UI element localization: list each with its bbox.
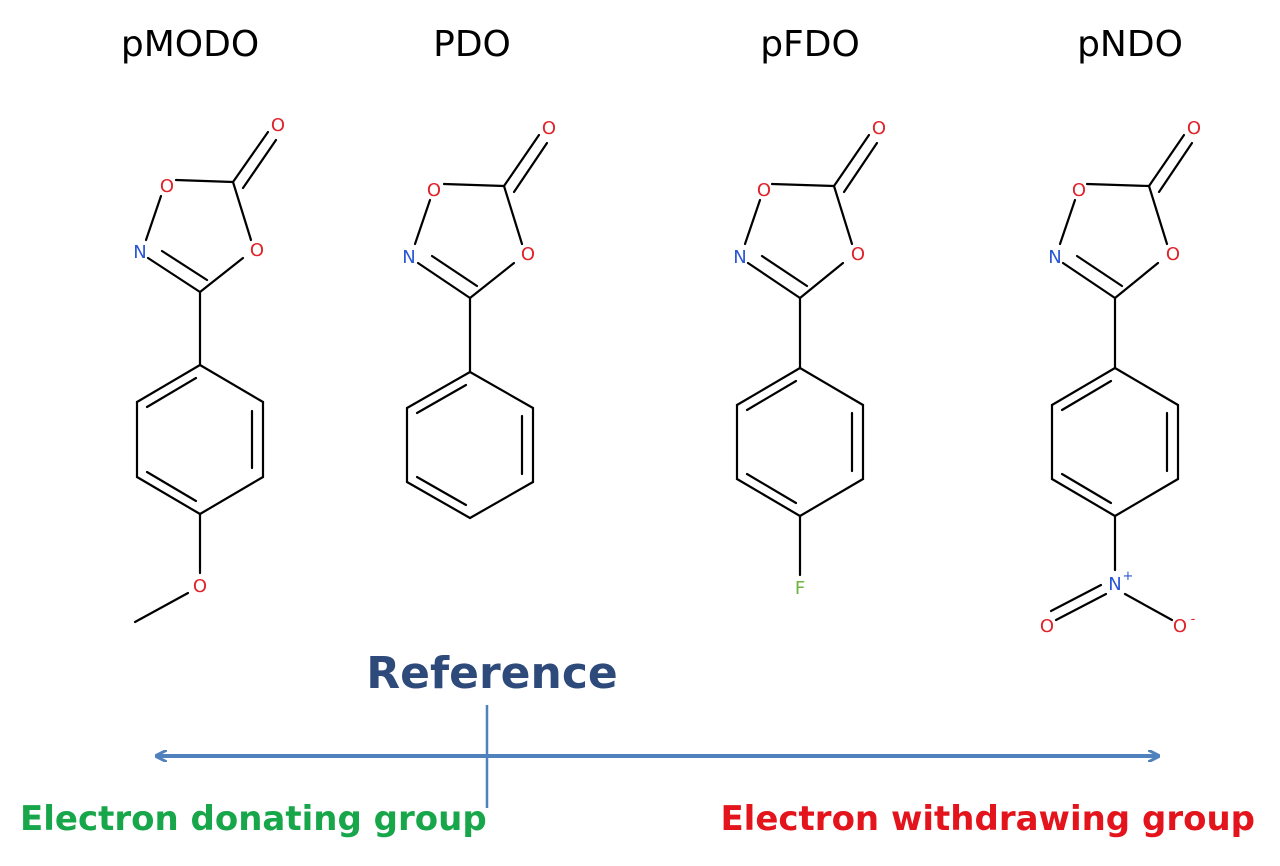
atom-ring-nitrogen: N <box>402 247 415 268</box>
oxadiazolone-ring <box>1058 133 1194 300</box>
molecule-title-pndo: pNDO <box>1077 24 1183 65</box>
benzene-ring <box>735 366 865 518</box>
oxadiazolone-ring <box>413 133 549 300</box>
molecule-title-pfdo: pFDO <box>760 24 860 65</box>
atom-ring-oxygen-1: O <box>1072 180 1086 201</box>
atom-nitro-nitrogen: N <box>1108 574 1121 595</box>
atom-ring-oxygen-2: O <box>1166 244 1180 265</box>
donating-group-label: Electron donating group <box>20 799 487 839</box>
oxadiazolone-ring <box>144 130 278 294</box>
oxadiazolone-ring <box>743 133 879 300</box>
atom-ring-nitrogen: N <box>733 247 746 268</box>
molecule-pmodo: pMODO O O O N <box>121 24 285 624</box>
molecule-title-pdo: PDO <box>433 24 511 65</box>
atom-ring-nitrogen: N <box>133 242 146 263</box>
reference-label: Reference <box>366 648 618 699</box>
atom-carbonyl-oxygen: O <box>872 118 886 139</box>
atom-carbonyl-oxygen: O <box>271 115 285 136</box>
atom-ring-oxygen-2: O <box>521 244 535 265</box>
atom-ring-oxygen-1: O <box>160 176 174 197</box>
benzene-ring <box>405 370 535 520</box>
atom-ring-nitrogen: N <box>1048 247 1061 268</box>
atom-carbonyl-oxygen: O <box>542 118 556 139</box>
atom-ring-oxygen-2: O <box>851 244 865 265</box>
atom-ring-oxygen-1: O <box>427 180 441 201</box>
molecule-pfdo: pFDO O O O N F <box>733 24 886 599</box>
charge-plus: + <box>1123 569 1134 584</box>
atom-ring-oxygen-1: O <box>757 180 771 201</box>
molecule-title-pmodo: pMODO <box>121 24 259 65</box>
atom-ring-oxygen-2: O <box>250 240 264 261</box>
withdrawing-group-label: Electron withdrawing group <box>720 799 1255 839</box>
benzene-ring <box>135 363 265 516</box>
methoxy-group <box>133 512 202 624</box>
atom-fluorine: F <box>795 578 805 599</box>
charge-minus: - <box>1191 612 1196 627</box>
atom-nitro-oxygen-2: O <box>1173 616 1187 637</box>
atom-carbonyl-oxygen: O <box>1187 118 1201 139</box>
electronic-effect-scale: Reference Electron donating group Electr… <box>20 648 1255 839</box>
molecule-pndo: pNDO O O <box>1040 24 1201 637</box>
benzene-ring <box>1050 366 1180 518</box>
atom-nitro-oxygen-1: O <box>1040 616 1054 637</box>
molecule-pdo: PDO O O O N <box>402 24 556 520</box>
nitro-group <box>1049 514 1174 622</box>
atom-methoxy-oxygen: O <box>193 576 207 597</box>
